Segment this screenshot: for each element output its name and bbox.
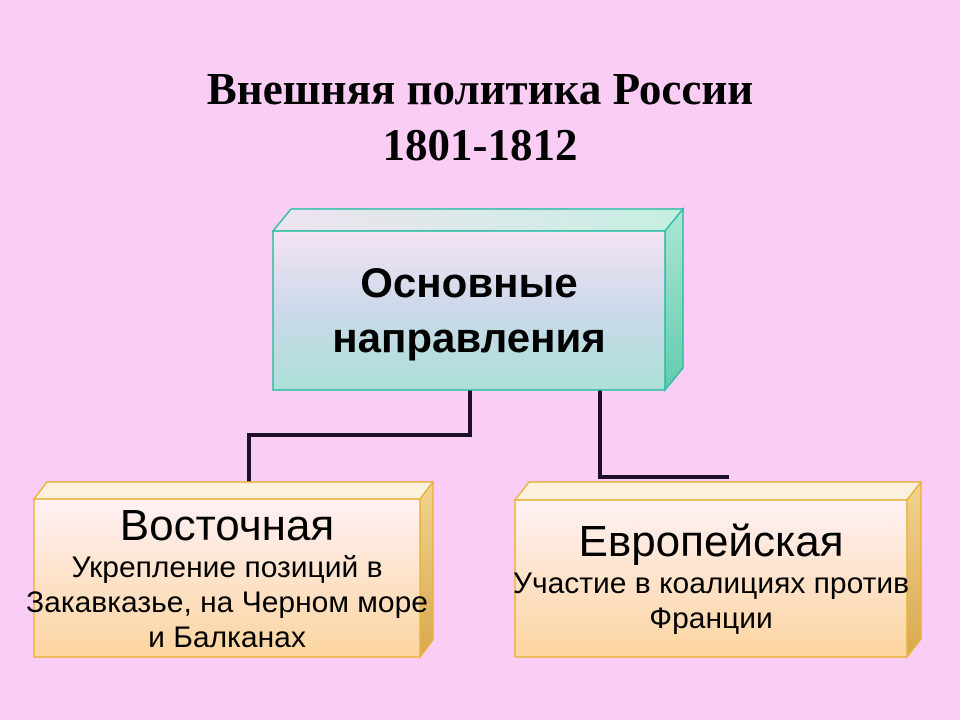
root-node-label: Основные направления [332,258,606,361]
branch-europe-top-face [513,481,923,501]
branch-node-europe: Европейская Участие в коалициях против Ф… [501,518,921,636]
root-node-top-face [271,208,685,232]
branch-east-title: Восточная [119,501,335,550]
branch-east-description: Укрепление позиций в Закавказье, на Черн… [26,551,428,654]
slide-title: Внешняя политика России 1801-1812 [206,64,754,170]
connector-root-east [247,390,472,483]
root-node-side-face [664,206,684,393]
branch-node-east-shape [32,479,435,660]
branch-europe-front-face [514,499,908,658]
branch-europe-description: Участие в коалициях против Франции [512,567,910,635]
branch-east-top-face [32,481,435,500]
branch-node-east: Восточная Укрепление позиций в Закавказь… [7,502,447,655]
branch-east-front-face [33,498,421,658]
connector-root-europe [598,390,729,479]
branch-europe-title: Европейская [578,517,844,566]
root-node-shape [271,206,685,393]
branch-node-europe-shape [513,479,923,660]
root-node-front-face [272,230,666,391]
